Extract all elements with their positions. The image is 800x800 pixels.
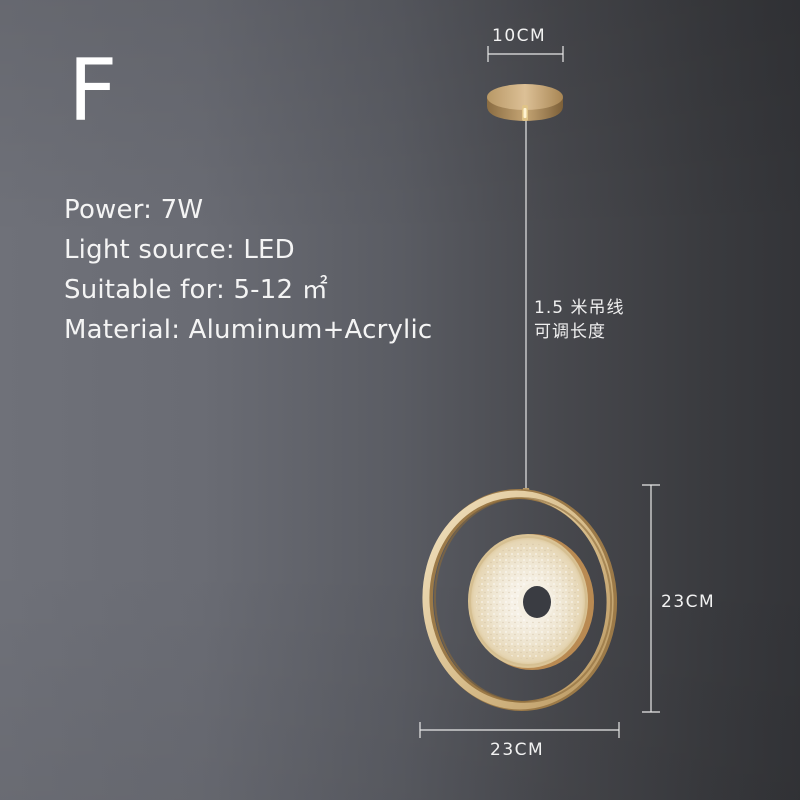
canopy-width-label: 10CM [492, 26, 547, 46]
spec-list: Power: 7W Light source: LED Suitable for… [64, 190, 432, 350]
spec-light-source: Light source: LED [64, 235, 295, 265]
acrylic-light-disc [468, 534, 594, 670]
ceiling-canopy [487, 84, 563, 121]
cord-length-note: 1.5 米吊线 可调长度 [534, 296, 624, 344]
cord-note-line2: 可调长度 [534, 322, 606, 342]
canopy-width-dimension [487, 46, 564, 62]
spec-material: Material: Aluminum+Acrylic [64, 315, 433, 345]
lamp-height-dimension [642, 484, 660, 713]
lamp-height-label: 23CM [661, 592, 716, 612]
variant-letter: F [68, 41, 118, 141]
spec-power: Power: 7W [64, 195, 204, 225]
lamp-width-label: 23CM [490, 740, 545, 760]
lamp-width-dimension [419, 722, 620, 738]
outer-gold-ring [422, 489, 618, 711]
spec-suitable-area: Suitable for: 5-12 ㎡ [64, 275, 328, 305]
cord-note-line1: 1.5 米吊线 [534, 298, 625, 318]
